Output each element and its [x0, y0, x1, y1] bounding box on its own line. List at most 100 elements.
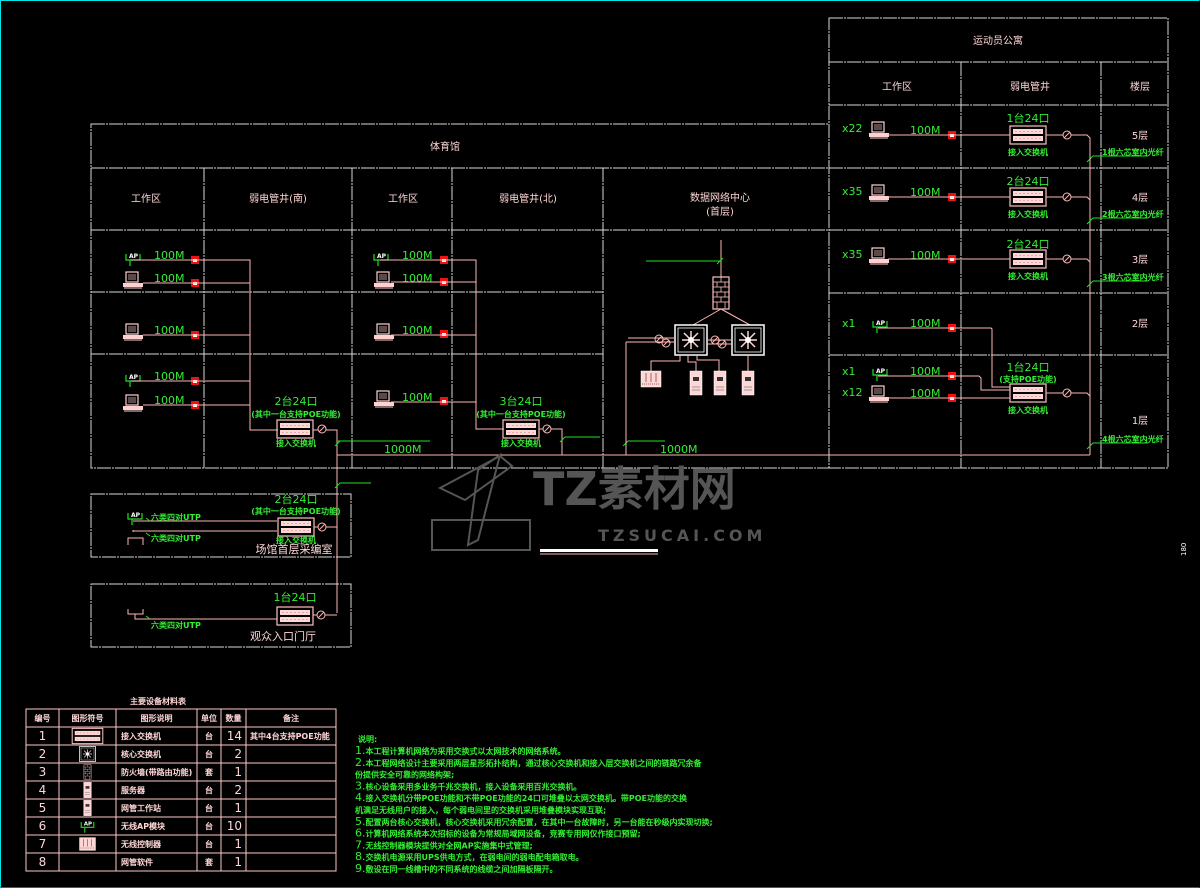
- pc-icon: [868, 184, 890, 202]
- device-count: x1: [842, 317, 856, 330]
- access-switch-icon: [276, 606, 314, 626]
- row-number: 3: [39, 765, 47, 779]
- speed-label: 100M: [154, 324, 185, 337]
- south-access-switch-icon: [276, 419, 314, 439]
- fiber-label: 3根六芯室内光纤: [1102, 272, 1164, 282]
- row-quantity: 1: [234, 801, 242, 815]
- switch-count: 2台24口: [1007, 237, 1050, 251]
- data-outlet-icon: [127, 537, 144, 545]
- note-line: 5.配置两台核心交换机，核心交换机采用冗余配置，在其中一台故障时，另一台能在秒级…: [355, 815, 713, 828]
- table-header-cell: 数量: [226, 713, 242, 723]
- row-description: 核心交换机: [121, 749, 161, 759]
- pc-icon: [868, 385, 890, 403]
- speed-label: 100M: [910, 124, 941, 137]
- row-unit: 台: [205, 803, 213, 813]
- watermark-brand: TZ素材网: [533, 462, 736, 516]
- core-switch-icon: [731, 324, 765, 356]
- table-header-cell: 图形符号: [72, 713, 104, 723]
- server-icon: [689, 370, 703, 396]
- speed-label: 100M: [910, 365, 941, 378]
- fiber-connector-icon: [661, 338, 671, 348]
- cable-label: 六类四对UTP: [151, 512, 201, 522]
- data-outlet-icon: [127, 609, 144, 615]
- workstation-icon: [741, 370, 755, 396]
- access-switch-icon: [1009, 383, 1047, 403]
- row-unit: 台: [205, 821, 213, 831]
- pc-icon: [373, 271, 395, 289]
- speed-label: 100M: [910, 249, 941, 262]
- switch-count: 2台24口: [1007, 174, 1050, 188]
- row-description: 无线AP模块: [120, 821, 166, 831]
- note-number: 2.: [355, 756, 366, 769]
- row-quantity: 1: [234, 855, 242, 869]
- note-line: 4.接入交换机分带POE功能和不带POE功能的24口可堆叠以太网交换机。带POE…: [355, 791, 688, 804]
- gym-col-shaft-south: 弱电管井(南): [249, 192, 307, 205]
- note-line: 7.无线控制器模块提供对全网AP实施集中式管理;: [355, 838, 533, 851]
- fiber-connector-icon: [317, 424, 327, 434]
- backbone-label-left: 1000M: [384, 443, 422, 456]
- note-text: 接入交换机分带POE功能和不带POE功能的24口可堆叠以太网交换机。带POE功能…: [366, 793, 689, 803]
- fiber-connector-icon: [1062, 192, 1072, 202]
- note-number: 5.: [355, 815, 366, 828]
- speed-label: 100M: [910, 186, 941, 199]
- north-work-area: 100M 100M 100M 100M: [373, 249, 448, 408]
- note-number: 3.: [355, 779, 366, 792]
- firewall-icon: [712, 276, 730, 310]
- apartment-col-shaft: 弱电管井: [1010, 80, 1050, 93]
- access-switch-icon: [1009, 125, 1047, 145]
- row-description: 无线控制器: [120, 839, 162, 849]
- firewall-icon: [83, 764, 92, 780]
- controller-icon: [79, 837, 96, 851]
- data-center: [625, 240, 765, 455]
- row-description: 接入交换机: [121, 731, 161, 741]
- gym-col-shaft-north: 弱电管井(北): [499, 192, 557, 205]
- speed-label: 100M: [402, 249, 433, 262]
- fiber-label: 1根六芯室内光纤: [1102, 147, 1164, 157]
- switch-note: (支持POE功能): [999, 374, 1056, 384]
- apartment-col-floor: 楼层: [1130, 80, 1150, 93]
- floor-label: 1层: [1132, 415, 1148, 427]
- access-switch-icon: [277, 517, 315, 537]
- note-line: 份提供安全可靠的网络构架;: [355, 770, 454, 780]
- table-header-cell: 备注: [282, 713, 299, 723]
- row-description: 防火墙(带路由功能): [121, 767, 192, 777]
- floor-4-row: x35 100M 2台24口 接入交换机 4层 2根六芯室内光纤: [842, 174, 1164, 225]
- speed-label: 100M: [154, 394, 185, 407]
- north-switch-count: 3台24口: [500, 394, 543, 408]
- pc-icon: [373, 390, 395, 408]
- switch-count: 1台24口: [274, 590, 317, 604]
- note-number: 8.: [355, 850, 366, 863]
- pc-icon: [868, 121, 890, 139]
- apartment-col-work: 工作区: [882, 81, 912, 93]
- row-quantity: 2: [234, 783, 242, 797]
- note-number: 7.: [355, 838, 366, 851]
- row-number: 2: [39, 747, 47, 761]
- note-text: 本工程计算机网络为采用交换式以太网技术的网络系统。: [365, 746, 566, 756]
- switch-label: 接入交换机: [1008, 147, 1048, 157]
- device-count: x35: [842, 185, 863, 198]
- switch-count: 1台24口: [1007, 111, 1050, 125]
- media-room-box: [90, 493, 352, 558]
- floor-label: 4层: [1132, 192, 1148, 204]
- row-number: 7: [39, 837, 47, 851]
- row-description: 网管工作站: [121, 803, 161, 813]
- note-text: 无线控制器模块提供对全网AP实施集中式管理;: [365, 840, 533, 850]
- fiber-connector-icon: [316, 610, 326, 620]
- row-number: 4: [39, 783, 47, 797]
- north-switch-label: 接入交换机: [501, 438, 541, 448]
- note-line: 8.交换机电源采用UPS供电方式，在弱电间的弱电配电箱取电。: [355, 850, 584, 863]
- note-number: 9.: [355, 862, 366, 875]
- fiber-connector-icon: [1062, 388, 1072, 398]
- speed-label: 100M: [154, 249, 185, 262]
- row-unit: 台: [205, 749, 213, 759]
- speed-label: 100M: [910, 317, 941, 330]
- fiber-label: 2根六芯室内光纤: [1102, 209, 1164, 219]
- fiber-connector-icon: [1062, 254, 1072, 264]
